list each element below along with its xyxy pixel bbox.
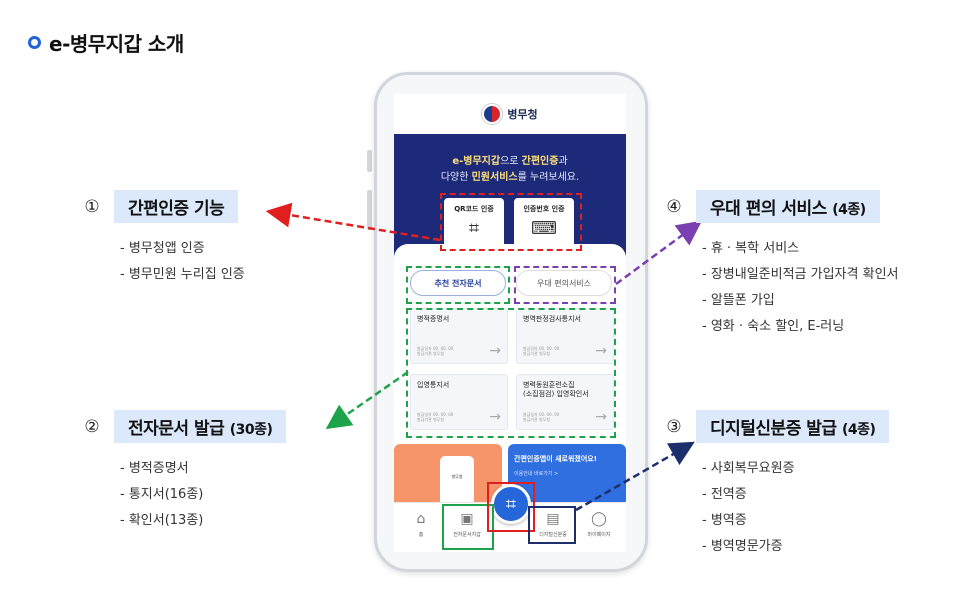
banner-strong-wallet: e-병무지갑 — [452, 156, 501, 167]
heading-bullet-icon — [28, 36, 41, 49]
app-screen: 병무청 e-병무지갑으로 간편인증과 다양한 민원서비스를 누려보세요. QR코… — [394, 94, 626, 552]
banner-line-1: e-병무지갑으로 간편인증과 — [394, 152, 626, 167]
banner-strong-auth: 간편인증 — [521, 156, 559, 167]
nav-wallet[interactable]: ▣ 전자문서지갑 — [444, 511, 490, 538]
callout-list-item: - 사회복무요원증 — [702, 461, 795, 476]
person-icon: ◯ — [591, 511, 607, 527]
nav-home[interactable]: ⌂ 홈 — [398, 511, 444, 538]
callout-list: - 병적증명서 - 통지서(16종) - 확인서(13종) — [120, 457, 286, 535]
callout-title: 전자문서 발급 (30종) — [114, 410, 287, 443]
phone-side-button — [367, 190, 372, 230]
callout-list: - 사회복무요원증 - 전역증 - 병역증 - 병역명문가증 — [702, 457, 889, 561]
callout-list-item: - 병역명문가증 — [702, 539, 783, 554]
callout-number: ① — [84, 196, 100, 217]
callout-title: 우대 편의 서비스 (4종) — [696, 190, 880, 223]
wallet-icon: ▣ — [460, 511, 474, 527]
callout-list-item: - 병무청앱 인증 — [120, 241, 205, 256]
callout-list-item: - 알뜰폰 가입 — [702, 293, 775, 308]
tab-recommended-docs[interactable]: 추천 전자문서 — [410, 270, 506, 296]
home-icon: ⌂ — [416, 511, 426, 527]
doc-card-title: 병적증명서 — [417, 315, 450, 323]
highlight-recommended-tab — [406, 266, 510, 304]
qr-auth-label: QR코드 인증 — [454, 205, 494, 213]
app-header: 병무청 — [394, 94, 626, 134]
callout-list-item: - 통지서(16종) — [120, 487, 204, 502]
callout-list-item: - 확인서(13종) — [120, 513, 204, 528]
code-auth-label: 인증번호 인증 — [523, 205, 565, 213]
callout-list: - 휴 · 복학 서비스 - 장병내일준비적금 가입자격 확인서 - 알뜰폰 가… — [702, 237, 899, 341]
page-heading: e-병무지갑 소개 — [28, 28, 184, 57]
callout-number: ③ — [666, 416, 682, 437]
nav-digital-id[interactable]: ▤ 디지털신분증 — [530, 511, 576, 538]
promo-link[interactable]: 이용안내 바로가기 > — [514, 471, 559, 477]
callout-list-item: - 영화 · 숙소 할인, E-러닝 — [702, 319, 845, 334]
nav-label: 홈 — [418, 532, 424, 538]
keypad-icon: ⌨ — [531, 218, 557, 239]
nav-label: 전자문서지갑 — [453, 532, 481, 538]
highlight-nav-digital-id — [528, 506, 576, 544]
callout-list-item: - 휴 · 복학 서비스 — [702, 241, 800, 256]
highlight-benefit-tab — [514, 266, 616, 304]
doc-card-title: 입영통지서 — [417, 381, 450, 389]
callout-list-item: - 병역증 — [702, 513, 747, 528]
arrow-right-icon: → — [489, 409, 501, 425]
arrow-right-icon: → — [595, 409, 607, 425]
callout-title: 디지털신분증 발급 (4종) — [696, 410, 890, 443]
banner-strong-service: 민원서비스 — [471, 172, 518, 183]
phone-volume-button — [367, 150, 372, 172]
highlight-simple-auth — [440, 193, 582, 251]
callout-list-item: - 병적증명서 — [120, 461, 189, 476]
qr-icon: ⌗ — [468, 218, 480, 239]
highlight-nav-wallet — [442, 504, 494, 550]
callout-list: - 병무청앱 인증 - 병무민원 누리집 인증 — [120, 237, 245, 289]
arrow-right-icon: → — [595, 343, 607, 359]
code-auth-button[interactable]: 인증번호 인증 ⌨ — [514, 198, 574, 248]
callout-number: ④ — [666, 196, 682, 217]
doc-card-title: 병역판정검사통지서 — [523, 315, 581, 323]
page-title: e-병무지갑 소개 — [49, 32, 184, 56]
doc-card-title: 병력동원훈련소집 (소집점검) 입영확인서 — [523, 381, 589, 399]
banner-text: 다양한 — [440, 172, 472, 183]
mma-logo-icon — [482, 104, 503, 124]
callout-list-item: - 병무민원 누리집 인증 — [120, 267, 245, 282]
highlight-doc-cards — [406, 308, 616, 438]
nav-label: 마이페이지 — [587, 532, 611, 538]
promo-phone-logo: 병무청 — [451, 474, 463, 479]
arrow-right-icon: → — [489, 343, 501, 359]
banner-text: 으로 — [500, 156, 522, 167]
callout-electronic-docs: ② 전자문서 발급 (30종) - 병적증명서 - 통지서(16종) - 확인서… — [82, 410, 287, 535]
tab-benefit-services[interactable]: 우대 편의서비스 — [516, 270, 612, 296]
banner-line-2: 다양한 민원서비스를 누려보세요. — [394, 168, 626, 183]
nav-mypage[interactable]: ◯ 마이페이지 — [576, 511, 622, 538]
promo-title: 간편인증앱이 새로워졌어요! — [514, 455, 597, 463]
callout-simple-auth: ① 간편인증 기능 - 병무청앱 인증 - 병무민원 누리집 인증 — [82, 190, 245, 289]
callout-digital-id: ③ 디지털신분증 발급 (4종) - 사회복무요원증 - 전역증 - 병역증 -… — [664, 410, 890, 561]
callout-benefit-services: ④ 우대 편의 서비스 (4종) - 휴 · 복학 서비스 - 장병내일준비적금… — [664, 190, 899, 341]
promo-phone-image: 병무청 — [440, 456, 474, 506]
callout-list-item: - 장병내일준비적금 가입자격 확인서 — [702, 267, 899, 282]
id-card-icon: ▤ — [546, 511, 560, 527]
app-logo-text: 병무청 — [507, 108, 538, 121]
qr-icon: ⌗ — [505, 493, 517, 515]
banner-text: 과 — [558, 156, 568, 167]
callout-number: ② — [84, 416, 100, 437]
banner-text: 를 누려보세요. — [517, 172, 580, 183]
callout-title: 간편인증 기능 — [114, 190, 239, 223]
callout-list-item: - 전역증 — [702, 487, 747, 502]
qr-auth-button[interactable]: QR코드 인증 ⌗ — [444, 198, 504, 248]
nav-label: 디지털신분증 — [539, 532, 567, 538]
